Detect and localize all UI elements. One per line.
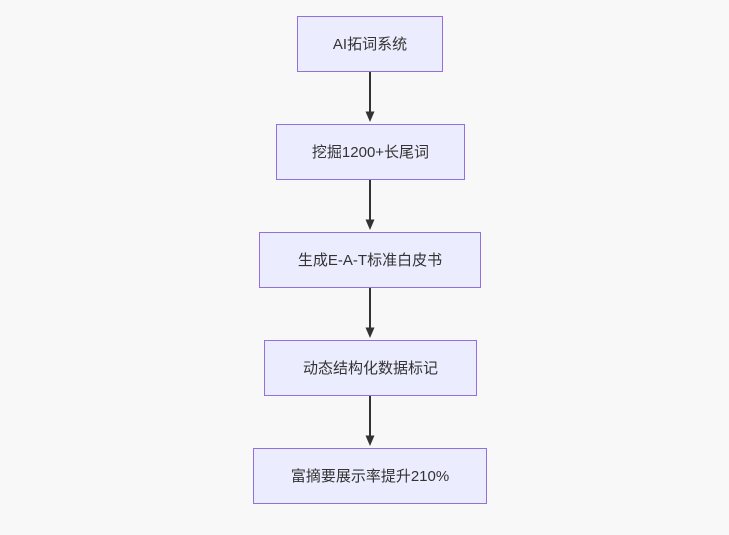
node-label: AI拓词系统 bbox=[332, 35, 408, 53]
flowchart-node-dynamic-structured-data: 动态结构化数据标记 bbox=[264, 340, 477, 396]
node-label: 富摘要展示率提升210% bbox=[290, 467, 450, 485]
flowchart-node-ai-expansion-system: AI拓词系统 bbox=[297, 16, 443, 72]
node-label: 挖掘1200+长尾词 bbox=[311, 143, 430, 161]
flowchart-node-mine-longtail-keywords: 挖掘1200+长尾词 bbox=[276, 124, 465, 180]
edge-arrow-4 bbox=[365, 396, 375, 446]
node-label: 动态结构化数据标记 bbox=[302, 359, 438, 377]
node-label: 生成E-A-T标准白皮书 bbox=[297, 251, 443, 269]
flowchart-node-generate-eat-whitepaper: 生成E-A-T标准白皮书 bbox=[259, 232, 481, 288]
edge-arrow-2 bbox=[365, 180, 375, 230]
edge-arrow-1 bbox=[365, 72, 375, 122]
flowchart-node-rich-snippet-rate: 富摘要展示率提升210% bbox=[253, 448, 487, 504]
edge-arrow-3 bbox=[365, 288, 375, 338]
